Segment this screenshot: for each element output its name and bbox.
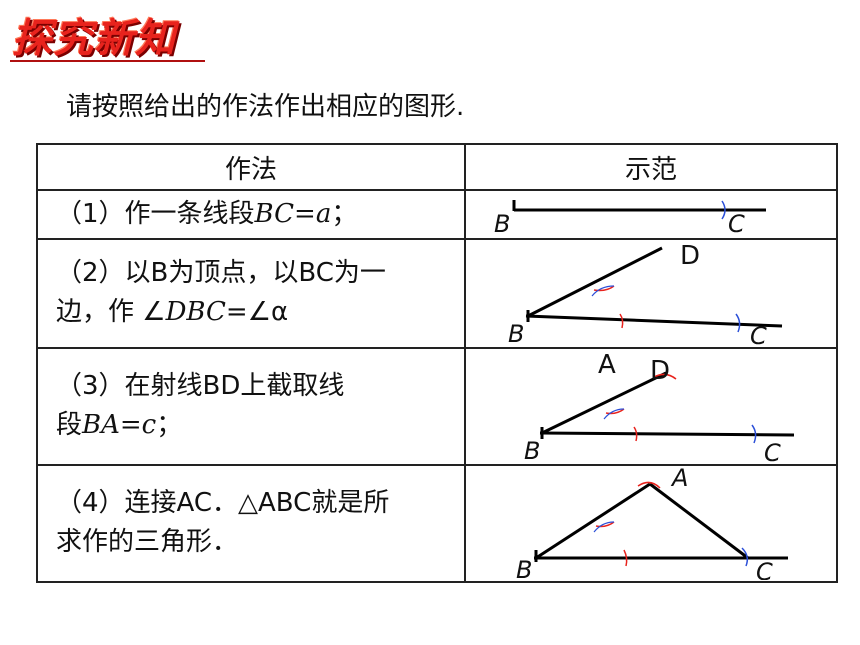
heading-underline bbox=[10, 60, 205, 62]
table-row: （4）连接AC．△ABC就是所 求作的三角形． A B C bbox=[36, 463, 838, 584]
step-4-line-2: 求作的三角形． bbox=[56, 527, 239, 558]
step-2-method: （2）以B为顶点，以BC为一 边，作 ∠DBC=∠α bbox=[36, 237, 466, 349]
angle-arc-3 bbox=[623, 550, 628, 567]
step-1-demo: B C bbox=[464, 189, 838, 240]
label-d: D bbox=[680, 241, 700, 271]
label-c: C bbox=[764, 439, 781, 463]
step-2-demo: D B C bbox=[464, 237, 838, 349]
step-1-text: （1）作一条线段 bbox=[56, 199, 255, 230]
angle-arc-1 bbox=[593, 285, 615, 292]
step-2-line-1: （2）以B为顶点，以BC为一 bbox=[56, 258, 386, 289]
table-row: （3）在射线BD上截取线 段BA=c； A D B C bbox=[36, 346, 838, 466]
label-c: C bbox=[756, 558, 773, 580]
step-1-method: （1）作一条线段BC=a； bbox=[36, 189, 466, 240]
step-3-demo: A D B C bbox=[464, 346, 838, 466]
step-4-line-1: （4）连接AC．△ABC就是所 bbox=[56, 488, 390, 519]
ray-bd bbox=[527, 247, 663, 318]
step-2-suffix: =∠α bbox=[225, 297, 289, 328]
table-row: （1）作一条线段BC=a； B C bbox=[36, 189, 838, 240]
label-b: B bbox=[516, 556, 532, 580]
step-1-suffix: ； bbox=[331, 199, 358, 230]
angle-arc-2 bbox=[593, 521, 615, 533]
label-b: B bbox=[508, 320, 524, 346]
angle-arc-2 bbox=[591, 285, 615, 297]
angle-arc-3 bbox=[633, 426, 638, 442]
cut-arc bbox=[653, 374, 677, 380]
ray-bc bbox=[539, 431, 795, 437]
step-4-demo: A B C bbox=[464, 463, 838, 584]
header-method: 作法 bbox=[36, 142, 466, 192]
angle-arc-1 bbox=[605, 408, 625, 415]
instruction-text: 请按照给出的作法作出相应的图形. bbox=[66, 92, 465, 122]
compass-arc bbox=[721, 200, 726, 220]
section-heading: 探究新知 bbox=[12, 16, 176, 62]
label-d: D bbox=[650, 356, 670, 386]
label-c: C bbox=[728, 210, 745, 238]
table-header-row: 作法 示范 bbox=[36, 142, 838, 192]
cut-arc bbox=[637, 482, 661, 489]
step-2-prefix: 边，作 ∠ bbox=[56, 297, 166, 328]
step-3-method: （3）在射线BD上截取线 段BA=c； bbox=[36, 346, 466, 466]
step-2-line-2: 边，作 ∠DBC=∠α bbox=[56, 293, 464, 332]
side-ab bbox=[535, 483, 651, 560]
label-a: A bbox=[598, 350, 616, 380]
label-b: B bbox=[494, 210, 510, 238]
step-1-math: BC=a bbox=[254, 199, 332, 230]
step-3-suffix: ； bbox=[156, 410, 183, 441]
label-c: C bbox=[750, 322, 767, 346]
compass-arc bbox=[735, 313, 741, 333]
step-3-prefix: 段 bbox=[56, 410, 83, 441]
side-ac bbox=[649, 483, 749, 560]
ray-bc bbox=[525, 314, 783, 328]
step-4-figure: A B C bbox=[516, 466, 788, 580]
step-2-math: DBC bbox=[165, 297, 226, 328]
step-2-figure: D B C bbox=[508, 241, 783, 346]
header-demo: 示范 bbox=[464, 142, 838, 192]
step-3-line-2: 段BA=c； bbox=[56, 406, 464, 445]
ray-bd bbox=[541, 372, 667, 435]
step-3-figure: A D B C bbox=[524, 350, 795, 463]
step-4-method: （4）连接AC．△ABC就是所 求作的三角形． bbox=[36, 463, 466, 584]
compass-arc bbox=[741, 547, 749, 567]
step-3-line-1: （3）在射线BD上截取线 bbox=[56, 371, 345, 402]
step-1-figure: B C bbox=[494, 199, 766, 238]
compass-arc bbox=[751, 424, 757, 444]
construction-steps-table: 作法 示范 （1）作一条线段BC=a； B C （2）以B为顶点，以BC为一 边… bbox=[36, 142, 838, 584]
label-a: A bbox=[670, 466, 688, 492]
angle-arc-1 bbox=[595, 521, 615, 528]
step-3-math: BA=c bbox=[82, 410, 157, 441]
table-row: （2）以B为顶点，以BC为一 边，作 ∠DBC=∠α D B C bbox=[36, 237, 838, 349]
angle-arc-3 bbox=[619, 313, 624, 329]
angle-arc-2 bbox=[603, 408, 625, 420]
label-b: B bbox=[524, 437, 540, 463]
